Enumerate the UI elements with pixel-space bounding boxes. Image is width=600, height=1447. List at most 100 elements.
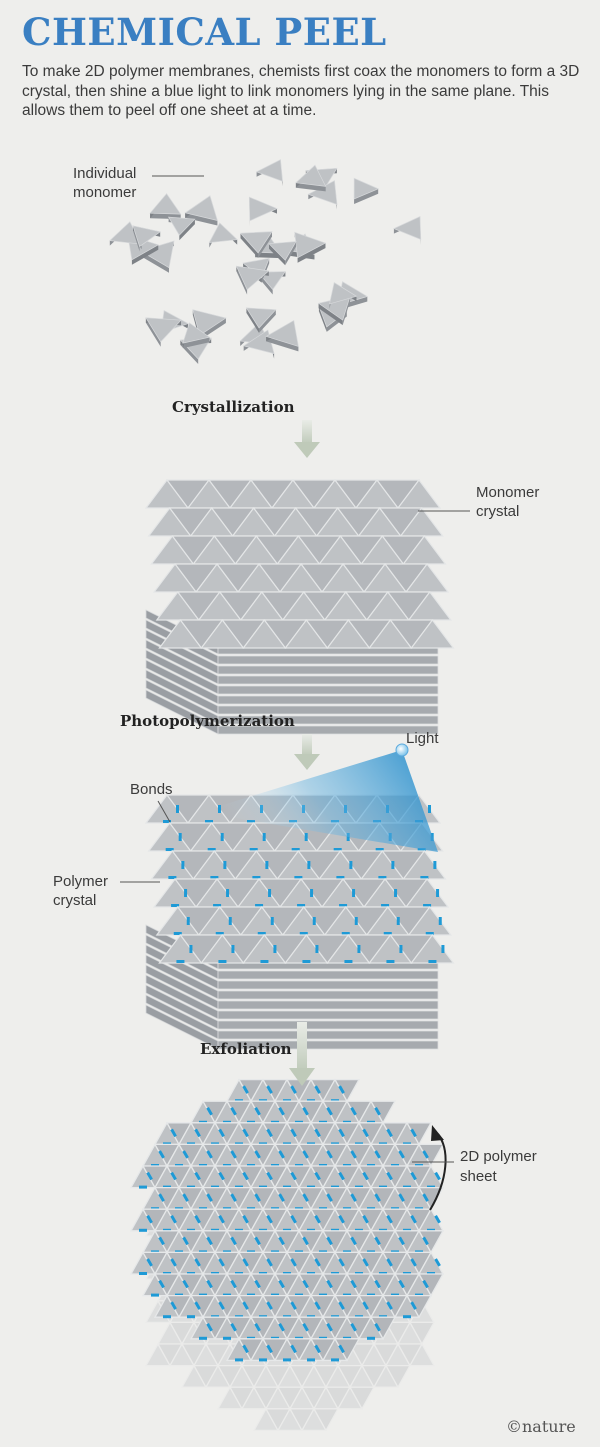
bond [326,1107,333,1116]
bond [199,1336,207,1340]
ghost-tile [384,1342,412,1367]
bond [398,1236,405,1246]
crystal-layer [217,695,439,705]
bond [290,1301,297,1310]
bond [266,1215,273,1224]
bond [374,1150,381,1159]
bond [338,1128,345,1138]
bond [228,917,232,925]
ghost-tile [180,1343,208,1367]
bond [362,1128,369,1138]
bond [242,1344,249,1354]
bond [213,904,222,907]
ghost-tile [276,1364,304,1388]
ghost-tile [204,1364,232,1388]
label-polymer-crystal-line2: crystal [53,892,96,909]
bond [315,945,319,953]
ghost-tile [216,1364,244,1389]
crystal-layer [217,970,439,980]
bond [326,1193,333,1202]
bond [158,1236,165,1246]
bond [338,1171,345,1181]
bond [374,1279,381,1289]
bond [268,889,272,897]
bond [314,1215,321,1224]
bond [266,1085,273,1094]
bond [374,1193,381,1202]
crystal-layer [217,705,439,715]
monomer [294,231,327,259]
bond [350,1279,357,1289]
bond [189,945,193,953]
bond [206,1193,213,1202]
monomer-side [259,309,276,333]
bond [302,1193,309,1202]
bond [410,1301,417,1310]
bond [254,1193,261,1202]
light-source-icon [395,743,409,757]
bond [314,1128,321,1138]
arrow-exfoliation-icon [289,1022,315,1086]
bond [260,960,269,963]
monomer-side [145,317,161,347]
monomer-side [318,306,327,332]
bond [168,876,177,879]
ghost-tile [384,1364,412,1389]
ghost-tile [264,1364,292,1389]
bond [436,889,440,897]
monomer-side [342,296,351,326]
monomer [167,216,196,236]
bond [338,1301,345,1310]
bond [314,1344,321,1354]
ghost-tile [348,1386,376,1411]
bond [170,1301,177,1310]
bond [434,1215,441,1224]
bond [398,1193,405,1202]
ghost-tile [168,1321,196,1346]
bond [441,945,445,953]
bond [163,1315,171,1319]
label-monomer-line1: Individual [73,165,136,182]
bond [352,889,356,897]
bond [302,1236,309,1246]
bond [265,861,269,869]
bond [230,1323,237,1332]
ghost-tile [156,1343,184,1367]
peel-arrowhead-icon [431,1125,444,1141]
bond [182,1236,189,1246]
monomer [132,225,162,248]
ghost-tile [228,1386,256,1411]
bond [278,1193,285,1202]
bond [146,1171,153,1181]
ghost-tile [276,1407,304,1432]
bond [139,1228,147,1232]
bond [302,1323,309,1332]
bond [290,1171,297,1181]
bond [220,833,224,841]
bond [194,1128,201,1138]
bond [344,960,353,963]
light-cone [200,750,438,852]
bond [231,945,235,953]
arrow-crystallization-icon [294,420,320,458]
bond [326,1150,333,1159]
bond [383,932,392,935]
ghost-tile [276,1386,304,1411]
bond [176,960,185,963]
ghost-tile [348,1343,376,1367]
ghost-tile [240,1385,268,1410]
label-monomer-line2: monomer [73,184,136,201]
bond [182,1193,189,1202]
monomer [257,271,287,291]
bond [206,1150,213,1159]
bond [290,1128,297,1138]
monomer-side [185,212,218,226]
bond [331,1358,339,1362]
monomer-side [258,231,272,258]
bond [350,1193,357,1202]
crystal-layer [217,1040,439,1050]
crystal-layer [217,1010,439,1020]
bond [266,1301,273,1310]
bond [302,1150,309,1159]
bond [338,1085,345,1094]
